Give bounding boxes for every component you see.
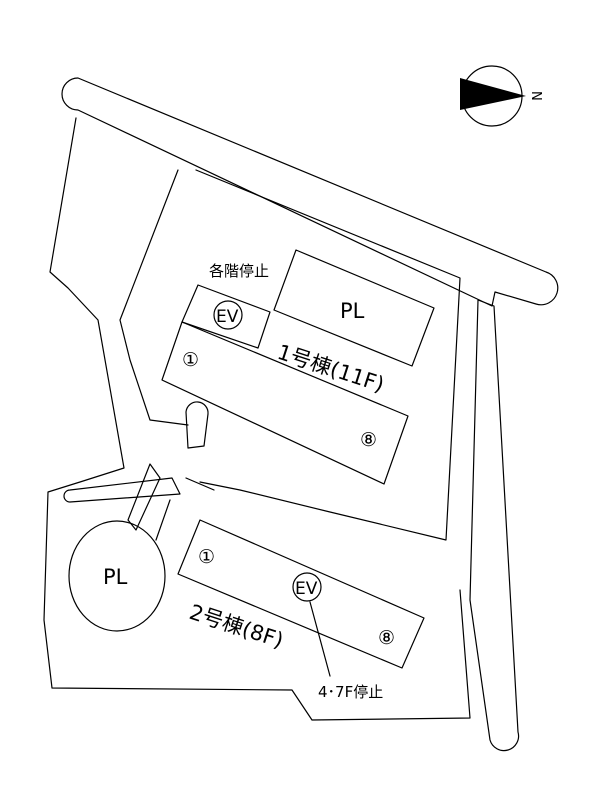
lower-site-boundary (155, 477, 215, 541)
building-1-ev-label: EV (216, 307, 239, 327)
road-top (61, 77, 559, 307)
building-2-ev-circle (292, 572, 322, 602)
road-right (469, 299, 520, 752)
building-1-unit-first: ① (182, 349, 199, 371)
inner-area-outline (119, 169, 189, 426)
building-2-unit-first: ① (198, 546, 215, 568)
building-2-ev-note: 4･7F停止 (318, 683, 383, 701)
building-1-unit-last: ⑧ (360, 429, 377, 451)
building-2-unit-last: ⑧ (378, 627, 395, 649)
building-1-ev-circle (213, 300, 243, 330)
building-1-block (161, 321, 409, 485)
walkway-lower (127, 463, 161, 531)
parking-oval-label: PL (103, 565, 128, 589)
building-1-ev-block (181, 284, 271, 349)
north-label: N (528, 91, 543, 101)
ev-leader-line (309, 601, 331, 677)
parking-top-label: PL (340, 299, 365, 323)
parking-lot-top (273, 249, 435, 367)
building-2-ev-label: EV (295, 579, 318, 599)
site-boundary-left (43, 117, 471, 721)
north-arrow-icon: N (460, 65, 543, 127)
courtyard-boundary (195, 169, 461, 541)
building-1-ev-note: 各階停止 (209, 262, 269, 280)
path-connector (185, 401, 209, 449)
building-2-block (177, 519, 425, 669)
path-horizontal (63, 477, 181, 503)
parking-lot-oval (68, 520, 166, 632)
building-2-name: 2号棟(8F) (186, 600, 286, 653)
